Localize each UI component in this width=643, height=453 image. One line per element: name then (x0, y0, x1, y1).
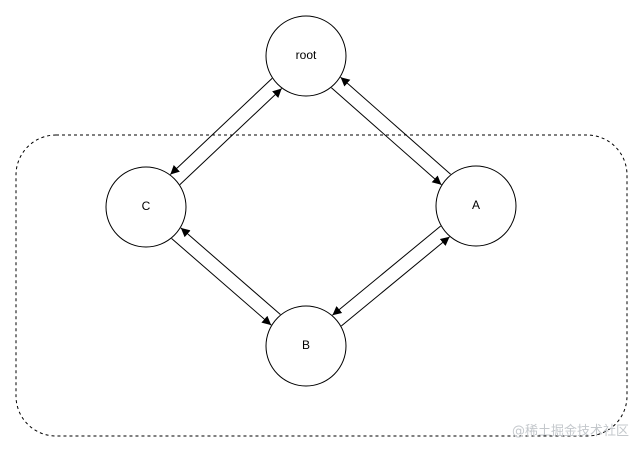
edge-b-to-a (340, 236, 450, 327)
edges-layer (169, 76, 451, 327)
edge-a-to-root (340, 76, 451, 175)
dashed-group-box (15, 134, 628, 437)
node-c-circle (105, 166, 187, 248)
node-root-label: root (296, 48, 317, 62)
node-b: B (265, 305, 347, 387)
edge-c-to-root (179, 88, 283, 185)
node-b-label: B (302, 338, 310, 352)
watermark-text: @稀土掘金技术社区 (511, 424, 629, 439)
edge-root-to-c (169, 78, 273, 175)
node-a: A (435, 165, 517, 247)
node-root-circle (265, 15, 347, 97)
node-root: root (265, 15, 347, 97)
node-a-label: A (472, 198, 480, 212)
node-b-circle (265, 305, 347, 387)
edge-root-to-a (331, 87, 442, 186)
node-c: C (105, 166, 187, 248)
edge-c-to-b (171, 238, 272, 326)
edge-a-to-b (332, 225, 442, 316)
node-a-circle (435, 165, 517, 247)
edge-b-to-c (180, 227, 281, 315)
node-c-label: C (142, 199, 151, 213)
